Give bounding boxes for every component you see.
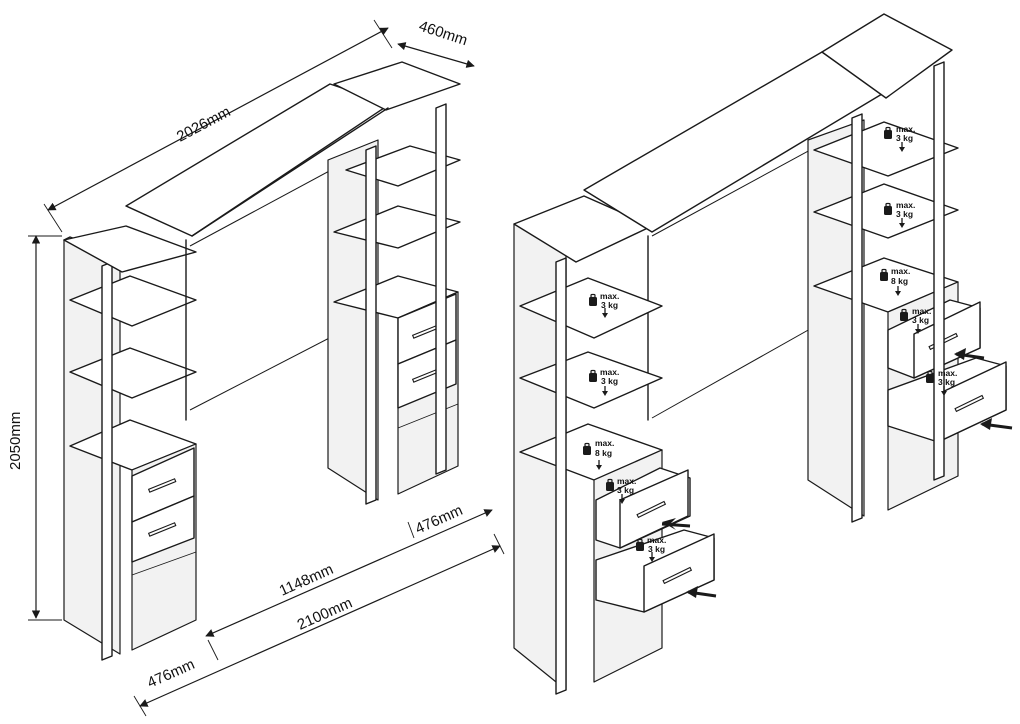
drawer-handle-icon — [636, 500, 667, 519]
svg-text:max.: max. — [896, 124, 915, 134]
svg-text:max.: max. — [617, 476, 636, 486]
drawer-handle-icon — [662, 566, 693, 585]
svg-text:max.: max. — [938, 368, 957, 378]
weight-label-right-drawer-1: max. 3 kg — [899, 306, 931, 335]
svg-text:max.: max. — [891, 266, 910, 276]
push-arrow-icon — [686, 586, 717, 598]
svg-text:max.: max. — [896, 200, 915, 210]
svg-text:3 kg: 3 kg — [601, 376, 618, 386]
push-arrow-icon — [980, 418, 1013, 430]
weight-label-left-drawer-2: max. 3 kg — [635, 535, 666, 563]
dim-width-label: 2026mm — [174, 103, 234, 145]
drawer-handle-icon — [954, 394, 985, 413]
svg-text:max.: max. — [600, 291, 619, 301]
svg-text:3 kg: 3 kg — [938, 377, 955, 387]
weight-label-right-bottom: max. 8 kg — [879, 266, 910, 297]
dim-left-unit-label: 476mm — [145, 656, 198, 692]
right-wardrobe-drawing — [513, 13, 1013, 695]
left-front-post — [101, 261, 113, 661]
svg-text:3 kg: 3 kg — [896, 209, 913, 219]
weight-label-left-bottom: max. 8 kg — [582, 438, 614, 471]
weight-label-left-drawer-1: max. 3 kg — [605, 476, 636, 505]
right-front-post — [851, 113, 863, 523]
right-top-board — [821, 13, 953, 99]
dim-height-label: 2050mm — [7, 412, 24, 470]
left-wardrobe-drawing — [63, 61, 461, 661]
dim-depth-label: 460mm — [417, 18, 470, 50]
left-front-post — [555, 257, 567, 695]
weight-annotations: max. 3 kg max. 3 kg max. 8 kg max. 3 kg … — [582, 124, 957, 563]
weight-label-left-shelf-2: max. 3 kg — [588, 367, 619, 397]
left-top-board — [63, 225, 197, 273]
weight-label-right-drawer-2: max. 3 kg — [925, 368, 957, 397]
weight-label-left-shelf-1: max. 3 kg — [588, 291, 619, 319]
svg-text:3 kg: 3 kg — [896, 133, 913, 143]
svg-text:3 kg: 3 kg — [912, 315, 929, 325]
push-arrow-icon — [661, 518, 691, 530]
svg-text:max.: max. — [647, 535, 666, 545]
svg-text:3 kg: 3 kg — [617, 485, 634, 495]
svg-text:3 kg: 3 kg — [601, 300, 618, 310]
right-front-post — [365, 145, 377, 505]
push-arrow-icon — [954, 348, 985, 360]
svg-text:max.: max. — [600, 367, 619, 377]
svg-text:max.: max. — [912, 306, 931, 316]
svg-text:max.: max. — [595, 438, 614, 448]
svg-text:8 kg: 8 kg — [891, 276, 908, 286]
dim-inner-width-label: 1148mm — [277, 561, 336, 600]
weight-label-right-shelf-1: max. 3 kg — [883, 124, 915, 153]
drawer-handle-icon — [147, 478, 177, 493]
weight-label-right-shelf-2: max. 3 kg — [883, 200, 915, 229]
svg-text:8 kg: 8 kg — [595, 448, 612, 458]
svg-text:3 kg: 3 kg — [648, 544, 665, 554]
drawer-handle-icon — [147, 522, 177, 537]
dim-right-unit-label: 476mm — [413, 502, 466, 538]
